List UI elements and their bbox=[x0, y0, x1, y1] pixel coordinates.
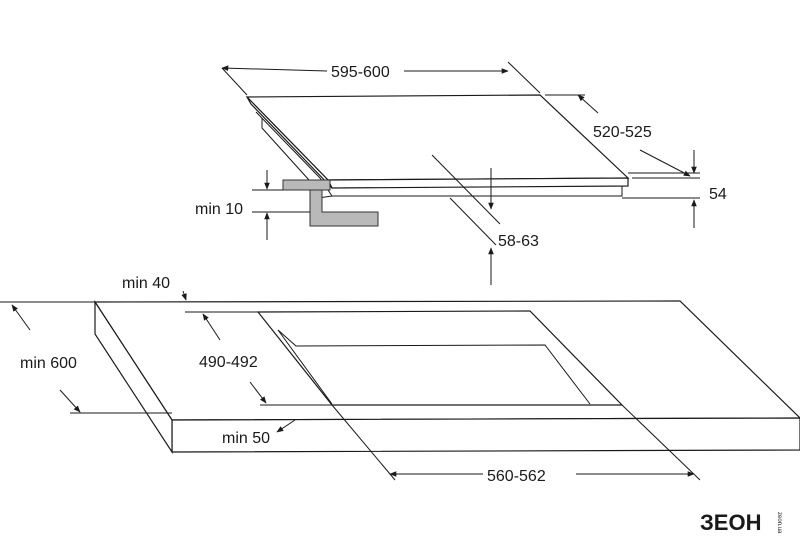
dim-front-margin-top: min 40 bbox=[122, 275, 258, 313]
fixing-bracket bbox=[282, 179, 379, 227]
bracket-leg bbox=[309, 189, 379, 227]
hob-glass-top bbox=[245, 94, 630, 181]
hob-front-edge bbox=[327, 177, 629, 189]
zeon-logo: ЗЕОН zeon.ua bbox=[700, 510, 782, 535]
label-bracket-min: min 10 bbox=[195, 201, 243, 218]
dim-cutout-width: 560-562 bbox=[331, 404, 701, 485]
label-hob-depth: 520-525 bbox=[593, 124, 652, 141]
hob bbox=[245, 94, 630, 199]
hob-left-edge bbox=[246, 96, 333, 189]
label-front-margin-top: min 40 bbox=[122, 275, 170, 292]
dim-hob-width: 595-600 bbox=[221, 61, 541, 96]
cutout-inner-edge bbox=[277, 329, 591, 405]
label-worktop-depth: min 600 bbox=[20, 355, 77, 372]
dim-front-margin-bottom: min 50 bbox=[222, 419, 296, 447]
label-hob-width: 595-600 bbox=[331, 64, 390, 81]
worktop-left-edge bbox=[94, 299, 173, 455]
label-front-margin-bottom: min 50 bbox=[222, 430, 270, 447]
worktop bbox=[93, 299, 800, 455]
label-hob-height: 54 bbox=[709, 186, 727, 203]
logo-subtext: zeon.ua bbox=[776, 512, 782, 534]
dim-cutout-depth: 490-492 bbox=[199, 313, 332, 406]
dim-hob-height: 54 bbox=[622, 150, 727, 228]
dim-hob-depth: 520-525 bbox=[545, 94, 700, 179]
dim-under-clearance: 58-63 bbox=[431, 154, 539, 285]
dim-bracket-min: min 10 bbox=[195, 170, 310, 240]
logo-text: ЗЕОН bbox=[700, 510, 761, 535]
dim-worktop-depth: min 600 bbox=[0, 301, 172, 414]
label-cutout-width: 560-562 bbox=[487, 468, 546, 485]
label-cutout-depth: 490-492 bbox=[199, 354, 258, 371]
bracket-top bbox=[282, 179, 331, 191]
label-under-clearance: 58-63 bbox=[498, 233, 539, 250]
